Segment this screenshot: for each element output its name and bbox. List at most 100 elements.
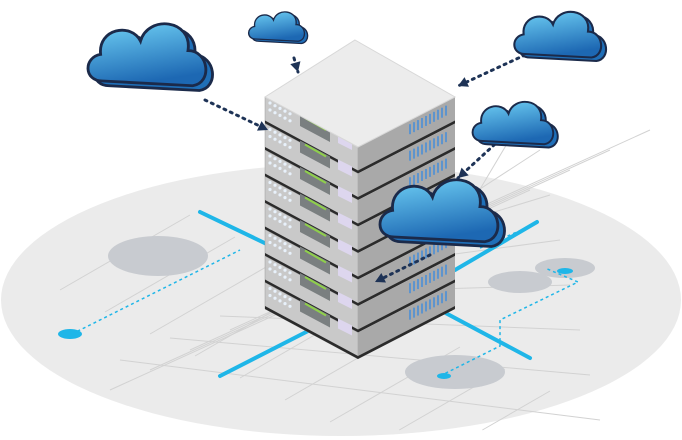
- server-top: [264, 39, 457, 148]
- server-port: [268, 101, 272, 105]
- grid-line: [482, 390, 551, 431]
- cloud-icon: [378, 178, 506, 248]
- dotted-link: [373, 253, 432, 284]
- server-port: [288, 138, 292, 142]
- arrow-icon: [458, 167, 469, 178]
- server-port: [283, 162, 287, 166]
- server-port: [273, 137, 277, 141]
- server-port: [283, 302, 287, 306]
- server-port: [268, 154, 272, 158]
- server-port: [288, 271, 292, 275]
- server-port: [268, 233, 272, 238]
- server-port: [278, 212, 282, 216]
- server-port: [268, 267, 272, 271]
- server-port: [273, 104, 277, 108]
- server-label: [338, 318, 352, 336]
- dotted-link: [456, 53, 527, 88]
- server-port: [268, 207, 272, 211]
- server-port: [283, 249, 287, 253]
- server-port: [278, 246, 282, 250]
- server-port: [283, 109, 287, 113]
- server-port: [273, 217, 277, 221]
- server-port: [268, 187, 272, 192]
- server-port: [273, 157, 277, 161]
- server-port: [288, 112, 292, 116]
- server-port: [268, 161, 272, 165]
- grid-line: [119, 359, 601, 421]
- server-port: [268, 260, 272, 264]
- cloud-face: [513, 10, 603, 59]
- cloud-face: [378, 178, 500, 244]
- server-panel: [300, 246, 330, 275]
- endpoints: [58, 268, 573, 379]
- server-label: [338, 159, 352, 177]
- server-port: [268, 293, 272, 298]
- server-port: [273, 210, 277, 214]
- cloud-icon: [86, 22, 214, 92]
- arrow-icon: [257, 121, 268, 131]
- server-port: [288, 297, 292, 301]
- server-port: [273, 289, 277, 293]
- server-port: [273, 296, 277, 300]
- server-port: [283, 189, 287, 193]
- arrow-icon: [375, 273, 386, 283]
- led-green: [304, 249, 327, 264]
- server-panel: [300, 140, 330, 169]
- cloud-face: [471, 100, 555, 146]
- server-panel: [300, 167, 330, 195]
- server-port: [283, 242, 287, 246]
- server-port: [283, 215, 287, 219]
- arrows: [203, 53, 527, 284]
- server-port: [283, 143, 287, 147]
- led-green: [304, 276, 327, 290]
- server-port: [278, 292, 282, 296]
- cloud-face: [247, 11, 306, 42]
- clouds: [86, 10, 607, 248]
- server-port: [288, 304, 292, 308]
- cloud-face: [86, 22, 208, 88]
- server-port: [268, 108, 272, 112]
- cloud-icon: [247, 11, 309, 45]
- server-port: [273, 111, 277, 115]
- server-port: [283, 222, 287, 226]
- led-green: [304, 223, 327, 237]
- server-port: [288, 165, 292, 169]
- server-panel: [300, 273, 330, 301]
- server-port: [283, 169, 287, 173]
- server-port: [268, 127, 272, 132]
- server-port: [268, 134, 272, 139]
- dashed-links: [71, 221, 580, 377]
- server-port: [288, 244, 292, 248]
- dotted-link: [203, 98, 270, 132]
- grid-line: [149, 258, 281, 335]
- server-panel: [300, 220, 330, 248]
- server-port: [273, 164, 277, 168]
- server-port: [283, 116, 287, 120]
- server-port: [278, 166, 282, 170]
- server-label: [338, 212, 352, 230]
- led-green: [304, 170, 327, 184]
- server-port: [288, 145, 292, 149]
- server-label: [338, 265, 352, 283]
- server-port: [278, 133, 282, 137]
- led-green: [304, 143, 327, 158]
- server-port: [273, 130, 277, 134]
- server-port: [268, 214, 272, 218]
- server-port: [268, 240, 272, 245]
- server-port: [278, 113, 282, 117]
- server-port: [278, 140, 282, 144]
- server-port: [288, 225, 292, 229]
- server-port: [273, 183, 277, 187]
- server-port: [278, 299, 282, 303]
- server-port: [288, 172, 292, 176]
- server-port: [283, 275, 287, 279]
- server-port: [288, 191, 292, 195]
- server-port: [273, 243, 277, 247]
- server-port: [273, 263, 277, 267]
- arrow-icon: [290, 61, 301, 72]
- server-panel: [300, 193, 330, 222]
- cloud-icon: [513, 10, 607, 63]
- server-port: [273, 270, 277, 274]
- cloud-icon: [471, 100, 559, 149]
- server-port: [268, 180, 272, 185]
